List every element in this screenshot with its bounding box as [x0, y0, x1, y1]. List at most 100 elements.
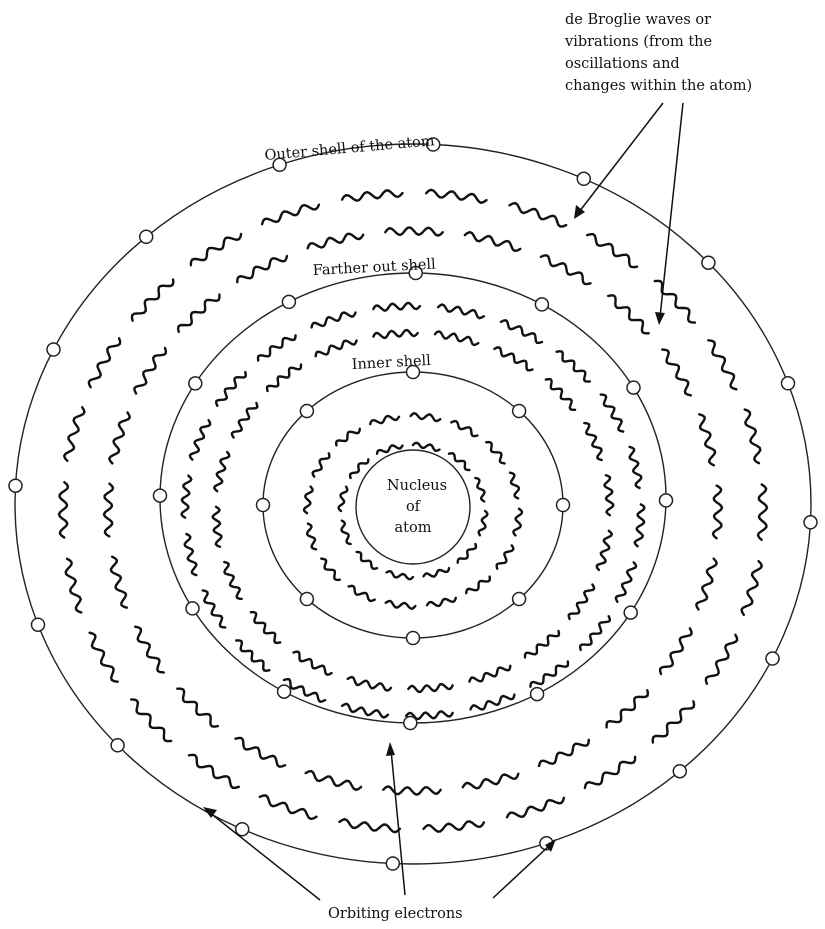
wave-segment — [742, 561, 762, 615]
wave-segment — [316, 341, 357, 357]
arrow-to-wave-right — [655, 103, 683, 325]
wave-segment — [237, 256, 287, 282]
wave-segment — [475, 478, 484, 501]
wave-segment — [185, 534, 197, 575]
wave-segment — [267, 365, 301, 391]
wave-segment — [214, 452, 229, 491]
wave-segment — [424, 821, 484, 831]
wave-segment — [66, 559, 82, 613]
wave-segment — [340, 819, 400, 832]
nucleus-label-line-3: atom — [395, 520, 432, 536]
outer-electron — [577, 172, 590, 185]
inner-electron — [257, 499, 270, 512]
inner-electron — [407, 632, 420, 645]
wave-segment — [189, 755, 239, 788]
wave-segment — [510, 473, 519, 499]
wave-segment — [342, 521, 351, 544]
farther-electron — [627, 381, 640, 394]
arrow-to-electron-left — [203, 807, 320, 900]
farther-electron — [154, 489, 167, 502]
wave-segment — [216, 372, 246, 406]
farther-electron — [535, 298, 548, 311]
wave-segment — [469, 666, 510, 682]
wave-segment — [177, 689, 218, 727]
wave-segment — [513, 509, 522, 536]
wave-segment — [134, 348, 166, 394]
wave-segment — [191, 234, 241, 265]
wave-segment — [426, 190, 486, 203]
wave-segment — [190, 420, 210, 459]
wave-segment — [182, 476, 192, 518]
inner-electron — [557, 499, 570, 512]
outer-electron — [386, 857, 399, 870]
nucleus: Nucleus of atom — [356, 450, 470, 564]
wave-segment — [306, 771, 361, 790]
wave-segment — [342, 190, 402, 200]
outer-electron — [804, 516, 817, 529]
wave-segment — [357, 552, 377, 569]
wave-segment — [307, 524, 316, 550]
outer-electron — [140, 230, 153, 243]
wave-segment — [507, 798, 564, 817]
wave-segment — [383, 786, 441, 794]
wave-segment — [373, 330, 417, 338]
wave-segment — [258, 335, 296, 360]
wave-segment — [463, 774, 519, 789]
wave-segment — [587, 234, 637, 267]
farther-electron — [189, 377, 202, 390]
farther-electron — [660, 494, 673, 507]
wave-segment — [608, 295, 649, 333]
wave-segment — [510, 203, 567, 226]
wave-segment — [541, 255, 591, 284]
wave-segment — [438, 305, 484, 319]
outer-electron — [782, 377, 795, 390]
arrow-to-electron-right — [493, 839, 556, 898]
wave-segment — [313, 453, 330, 476]
wave-segment — [706, 635, 737, 684]
wave-segment — [758, 485, 767, 540]
outer-electron — [766, 652, 779, 665]
wave-segment — [696, 559, 716, 610]
wave-segment — [321, 559, 340, 580]
wave-segment — [260, 796, 317, 819]
wave-segment — [387, 571, 414, 579]
outer-electron — [9, 479, 22, 492]
wave-segment — [662, 350, 691, 396]
wave-segment — [584, 423, 601, 460]
inner-electron — [300, 593, 313, 606]
outer-electron — [673, 765, 686, 778]
wave-segment — [236, 738, 286, 767]
arrow-to-electron-center — [386, 742, 405, 895]
wave-segment — [635, 504, 645, 546]
wave-segment — [373, 303, 420, 311]
wave-segment — [89, 338, 120, 387]
outer-electron — [32, 618, 45, 631]
farther-electron — [624, 606, 637, 619]
wave-segment — [465, 232, 520, 251]
outer-electron — [236, 823, 249, 836]
nucleus-label-line-2: of — [406, 499, 422, 515]
wave-segment — [213, 507, 222, 547]
nucleus-label-line-1: Nucleus — [387, 478, 447, 494]
wave-segment — [486, 442, 505, 463]
outer-electron — [702, 256, 715, 269]
wave-segment — [294, 652, 332, 675]
waves-label: de Broglie waves or vibrations (from the… — [564, 12, 752, 94]
wave-segment — [458, 544, 476, 563]
wave-segment — [653, 701, 694, 742]
outer-shell-label: Outer shell of the atom — [264, 133, 435, 164]
wave-segment — [90, 633, 118, 682]
wave-segment — [385, 227, 443, 235]
wave-segment — [386, 601, 416, 609]
outer-electron — [47, 343, 60, 356]
wave-segment — [312, 313, 356, 328]
wave-segment — [435, 331, 478, 345]
wave-segment — [546, 379, 575, 410]
wave-segment — [336, 429, 360, 446]
wave-segment — [131, 699, 171, 741]
inner-electron — [513, 593, 526, 606]
wave-segment — [408, 684, 452, 692]
wave-segment — [178, 295, 219, 332]
wave-segment — [349, 586, 375, 601]
